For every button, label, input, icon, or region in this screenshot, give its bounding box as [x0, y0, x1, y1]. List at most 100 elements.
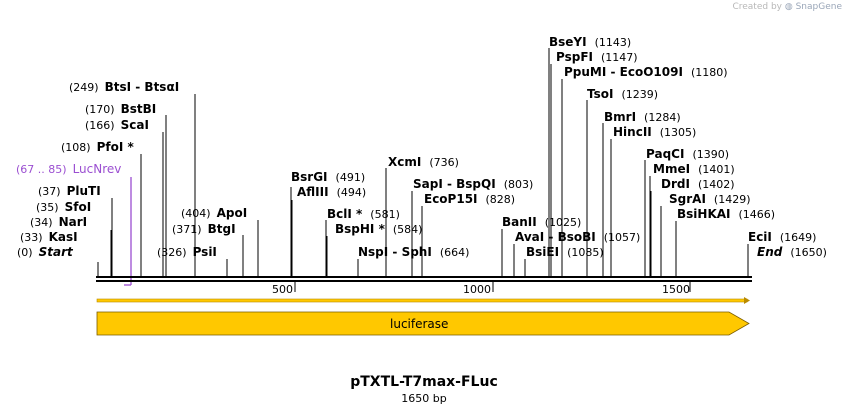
- site-label[interactable]: (37) PluTI: [38, 184, 101, 198]
- scale-tick-label[interactable]: 1500: [662, 283, 690, 296]
- site-label[interactable]: (326) PsiI: [157, 245, 217, 259]
- site-label[interactable]: MmeI(1401): [653, 162, 735, 176]
- site-label[interactable]: (67 .. 85) LucNrev: [16, 162, 121, 176]
- primer-lucnrev: [124, 177, 132, 286]
- site-position: (1466): [739, 208, 776, 221]
- site-name: PfoI *: [97, 140, 135, 154]
- site-label[interactable]: BspHI *(584): [335, 222, 422, 236]
- scale-tick-label[interactable]: 1000: [463, 283, 491, 296]
- site-label[interactable]: EcoP15I (828): [424, 192, 515, 206]
- site-label[interactable]: PspFI (1147): [556, 50, 638, 64]
- site-name: PluTI: [67, 184, 101, 198]
- site-name: BsiHKAI: [677, 207, 731, 221]
- site-label[interactable]: PpuMI - EcoO109I(1180): [564, 65, 728, 79]
- site-position: (494): [337, 186, 367, 199]
- site-position: (1180): [691, 66, 728, 79]
- site-name: PspFI: [556, 50, 593, 64]
- site-label[interactable]: BclI *(581): [327, 207, 400, 221]
- site-name: PsiI: [193, 245, 217, 259]
- site-position: (1649): [780, 231, 817, 244]
- site-position: (1305): [660, 126, 697, 139]
- site-position: (664): [440, 246, 470, 259]
- site-label[interactable]: NspI - SphI (664): [358, 245, 469, 259]
- site-name: BseYI: [549, 35, 587, 49]
- site-position: (828): [486, 193, 516, 206]
- site-label[interactable]: BseYI (1143): [549, 35, 631, 49]
- site-label[interactable]: BmrI(1284): [604, 110, 681, 124]
- site-label[interactable]: DrdI(1402): [661, 177, 735, 191]
- site-label[interactable]: BanII(1025): [502, 215, 581, 229]
- luciferase-label[interactable]: luciferase: [390, 317, 448, 331]
- site-label[interactable]: BsiEI(1085): [526, 245, 604, 259]
- site-name: KasI: [49, 230, 78, 244]
- site-position: (108): [61, 141, 91, 154]
- site-name: BstBI: [121, 102, 157, 116]
- site-name: LucNrev: [73, 162, 122, 176]
- site-label[interactable]: HincII (1305): [613, 125, 696, 139]
- site-position: (803): [504, 178, 534, 191]
- site-label[interactable]: (35)SfoI: [36, 200, 91, 214]
- site-position: (1402): [698, 178, 735, 191]
- site-position: (33): [20, 231, 43, 244]
- site-position: (0): [17, 246, 33, 259]
- site-position: (249): [69, 81, 99, 94]
- site-label[interactable]: (34)NarI: [30, 215, 87, 229]
- site-name: EcoP15I: [424, 192, 478, 206]
- site-position: (491): [336, 171, 366, 184]
- site-label[interactable]: SapI - BspQI (803): [413, 177, 533, 191]
- site-position: (1085): [567, 246, 604, 259]
- site-name: AflIII: [297, 185, 329, 199]
- site-name: BtsI - BtsαI: [105, 80, 180, 94]
- snapgene-watermark: Created by ◍ SnapGene: [732, 2, 842, 12]
- site-label[interactable]: BsiHKAI (1466): [677, 207, 775, 221]
- scale-tick-label[interactable]: 500: [272, 283, 293, 296]
- site-label[interactable]: (170) BstBI: [85, 102, 156, 116]
- site-name: NspI - SphI: [358, 245, 432, 259]
- site-position: (371): [172, 223, 202, 236]
- site-label[interactable]: (249) BtsI - BtsαI: [69, 80, 179, 94]
- site-name: NarI: [59, 215, 88, 229]
- site-position: (170): [85, 103, 115, 116]
- site-label[interactable]: TsoI(1239): [587, 87, 658, 101]
- site-position: (1143): [595, 36, 632, 49]
- snapgene-logo-icon: ◍: [784, 2, 796, 12]
- site-name: ScaI: [121, 118, 149, 132]
- site-position: (35): [36, 201, 59, 214]
- site-position: (1147): [601, 51, 638, 64]
- site-name: XcmI: [388, 155, 421, 169]
- site-label[interactable]: XcmI(736): [388, 155, 459, 169]
- site-label[interactable]: AflIII (494): [297, 185, 366, 199]
- site-label[interactable]: EciI (1649): [748, 230, 816, 244]
- site-position: (1401): [698, 163, 735, 176]
- site-label[interactable]: (108) PfoI *: [61, 140, 134, 154]
- site-position: (326): [157, 246, 187, 259]
- site-label[interactable]: End (1650): [757, 245, 827, 259]
- map-length: 1650 bp: [401, 392, 447, 405]
- site-position: (1429): [714, 193, 751, 206]
- luciferase-feature[interactable]: luciferase: [96, 311, 750, 336]
- site-name: TsoI: [587, 87, 613, 101]
- site-label[interactable]: (371)BtgI: [172, 222, 236, 236]
- site-label[interactable]: BsrGI(491): [291, 170, 365, 184]
- site-label[interactable]: (166) ScaI: [85, 118, 149, 132]
- site-position: (1284): [644, 111, 681, 124]
- site-name: Start: [39, 245, 74, 259]
- site-position: (1650): [790, 246, 827, 259]
- site-name: EciI: [748, 230, 772, 244]
- site-position: (166): [85, 119, 115, 132]
- site-name: End: [757, 245, 783, 259]
- site-label[interactable]: PaqCI(1390): [646, 147, 729, 161]
- site-label[interactable]: (404)ApoI: [181, 206, 247, 220]
- site-label[interactable]: (0) Start: [17, 245, 74, 259]
- site-label[interactable]: (33) KasI: [20, 230, 78, 244]
- site-position: (584): [393, 223, 423, 236]
- site-name: SapI - BspQI: [413, 177, 496, 191]
- site-label[interactable]: SgrAI(1429): [669, 192, 750, 206]
- site-name: HincII: [613, 125, 652, 139]
- site-position: (67 .. 85): [16, 163, 67, 176]
- site-name: BclI *: [327, 207, 363, 221]
- site-label[interactable]: AvaI - BsoBI(1057): [515, 230, 640, 244]
- sequence-backbone: [96, 276, 752, 282]
- site-position: (37): [38, 185, 61, 198]
